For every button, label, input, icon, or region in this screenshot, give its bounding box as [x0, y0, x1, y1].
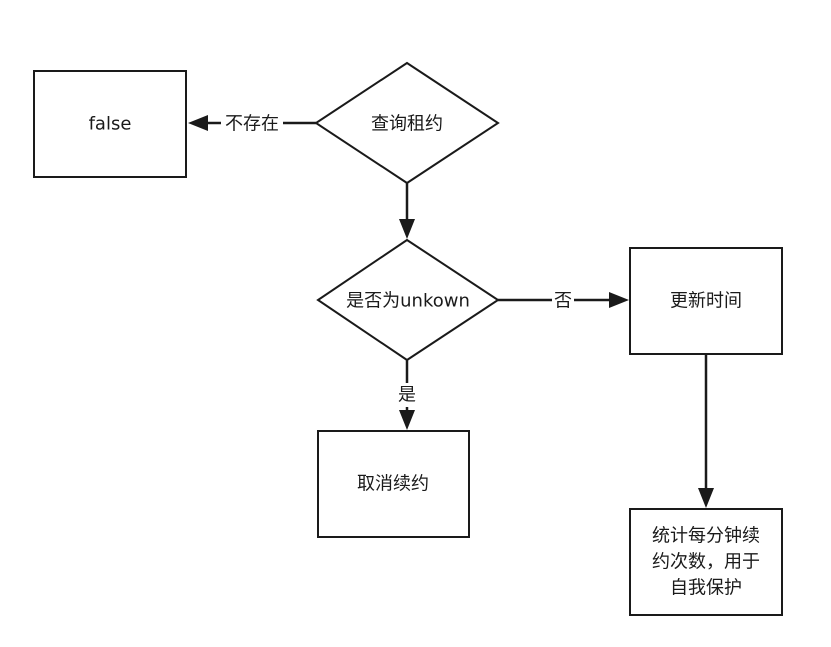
node-update-time-label: 更新时间	[670, 291, 742, 312]
edge-not-exist-label-bg	[221, 112, 283, 136]
node-cancel-renewal-box	[317, 430, 470, 538]
node-stats-line-2: 约次数，用于	[652, 552, 760, 573]
edge-not-exist: 不存在	[188, 112, 316, 136]
node-cancel-renewal: 取消续约	[317, 430, 470, 538]
edge-yes-label-bg	[396, 383, 418, 407]
arrow-left-icon	[188, 115, 208, 131]
edge-yes-label: 是	[398, 385, 416, 406]
node-stats-line-1: 统计每分钟续	[652, 526, 760, 547]
node-false-box	[33, 70, 187, 178]
node-stats-box	[629, 508, 783, 616]
edge-no: 否	[498, 289, 629, 313]
edge-query-to-check	[399, 183, 415, 239]
arrow-down-icon	[399, 219, 415, 239]
edge-not-exist-label: 不存在	[225, 114, 279, 135]
arrow-down-icon	[698, 488, 714, 508]
node-stats: 统计每分钟续 约次数，用于 自我保护	[629, 508, 783, 616]
node-false: false	[33, 70, 187, 178]
edge-yes: 是	[396, 360, 418, 430]
node-query-lease-diamond	[314, 61, 500, 185]
node-query-lease-label: 查询租约	[371, 114, 443, 135]
edge-no-label: 否	[554, 291, 572, 312]
node-update-time: 更新时间	[629, 247, 783, 355]
node-cancel-renewal-label: 取消续约	[357, 474, 429, 495]
node-query-lease: 查询租约	[314, 61, 500, 185]
edge-no-label-bg	[552, 289, 574, 313]
arrow-down-icon	[399, 410, 415, 430]
edge-update-to-stats	[698, 354, 714, 508]
node-false-label: false	[89, 114, 132, 135]
node-is-unknown-diamond	[316, 238, 500, 362]
node-update-time-box	[629, 247, 783, 355]
arrow-right-icon	[609, 292, 629, 308]
node-stats-line-3: 自我保护	[670, 578, 742, 599]
node-is-unknown: 是否为unkown	[316, 238, 500, 362]
node-is-unknown-label: 是否为unkown	[346, 291, 470, 312]
